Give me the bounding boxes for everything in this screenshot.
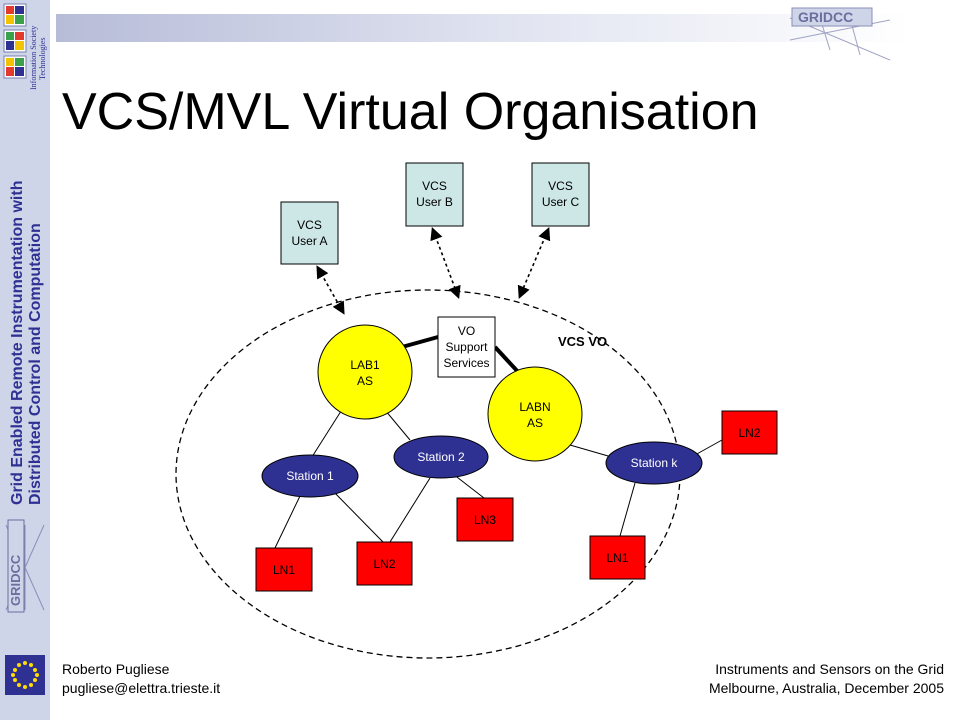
lab-node-ln1-stationk: LN1 bbox=[589, 535, 646, 580]
user-box-a: VCS User A bbox=[280, 201, 339, 265]
user-box-b: VCS User B bbox=[405, 162, 464, 227]
lab-node-ln2-stationk: LN2 bbox=[721, 410, 778, 455]
user-c-line1: VCS bbox=[548, 179, 573, 193]
services-line1: VO bbox=[458, 324, 475, 338]
ist-line2: Technologies bbox=[38, 37, 47, 80]
user-a-line1: VCS bbox=[297, 218, 322, 232]
station-1-label: Station 1 bbox=[286, 469, 334, 483]
services-line3: Services bbox=[443, 356, 489, 370]
lab1-line1: LAB1 bbox=[350, 358, 380, 372]
lab1-line2: AS bbox=[357, 374, 373, 388]
gridcc-header-logo-icon: GRIDCC bbox=[789, 7, 891, 61]
station-1: Station 1 bbox=[261, 454, 359, 498]
access-server-lab1: LAB1 AS bbox=[317, 324, 413, 420]
footer-author-block: Roberto Pugliese pugliese@elettra.triest… bbox=[62, 660, 220, 698]
link-labn-services bbox=[493, 345, 522, 376]
access-server-labn: LABN AS bbox=[487, 366, 583, 462]
footer-author: Roberto Pugliese bbox=[62, 661, 170, 677]
vo-label: VCS VO bbox=[558, 334, 607, 349]
ist-logo-icon bbox=[3, 3, 27, 79]
user-b-line2: User B bbox=[416, 195, 453, 209]
link-lab1-services bbox=[401, 335, 439, 349]
labn-line2: AS bbox=[527, 416, 543, 430]
vertical-project-line1: Grid Enabled Remote Instrumentation with bbox=[9, 181, 26, 505]
user-c-line2: User C bbox=[542, 195, 580, 209]
footer-location: Melbourne, Australia, December 2005 bbox=[708, 680, 944, 696]
station-2: Station 2 bbox=[393, 435, 489, 479]
vo-support-services-box: VO Support Services bbox=[437, 316, 496, 378]
ln3-label: LN3 bbox=[474, 513, 496, 527]
lab-node-ln1-station1: LN1 bbox=[255, 547, 313, 592]
user-b-line1: VCS bbox=[422, 179, 447, 193]
header-bar bbox=[56, 14, 910, 42]
ln2-a-label: LN2 bbox=[373, 557, 395, 571]
footer-event-block: Instruments and Sensors on the Grid Melb… bbox=[709, 660, 944, 698]
user-a-line2: User A bbox=[291, 234, 327, 248]
ist-line1: Information Society bbox=[29, 26, 38, 90]
station-k: Station k bbox=[605, 441, 703, 485]
arrow-user-b bbox=[430, 227, 461, 299]
gridcc-header-text: GRIDCC bbox=[798, 9, 853, 25]
ln1-b-label: LN1 bbox=[606, 551, 628, 565]
ln1-a-label: LN1 bbox=[273, 563, 295, 577]
gridcc-vertical-logo-icon: GRIDCC bbox=[5, 519, 45, 613]
station-k-label: Station k bbox=[631, 456, 679, 470]
slide-title: VCS/MVL Virtual Organisation bbox=[62, 83, 759, 141]
sidebar-graphics: Information Society Technologies Grid En… bbox=[3, 3, 47, 695]
vertical-project-line2: Distributed Control and Computation bbox=[27, 223, 44, 505]
arrow-user-a bbox=[316, 265, 345, 315]
gridcc-vertical-text: GRIDCC bbox=[8, 554, 23, 606]
labn-line1: LABN bbox=[519, 400, 550, 414]
tree-lines bbox=[274, 403, 723, 549]
eu-flag-icon bbox=[5, 655, 45, 695]
footer-event: Instruments and Sensors on the Grid bbox=[715, 661, 944, 677]
services-line2: Support bbox=[445, 340, 488, 354]
sidebar: Information Society Technologies Grid En… bbox=[0, 0, 50, 720]
station-2-label: Station 2 bbox=[417, 450, 465, 464]
footer-email: pugliese@elettra.trieste.it bbox=[62, 680, 221, 696]
user-box-c: VCS User C bbox=[531, 162, 590, 227]
lab-node-ln2-station: LN2 bbox=[356, 541, 413, 586]
lab-node-ln3: LN3 bbox=[456, 497, 514, 542]
ln2-b-label: LN2 bbox=[738, 426, 760, 440]
arrow-user-c bbox=[517, 227, 551, 299]
